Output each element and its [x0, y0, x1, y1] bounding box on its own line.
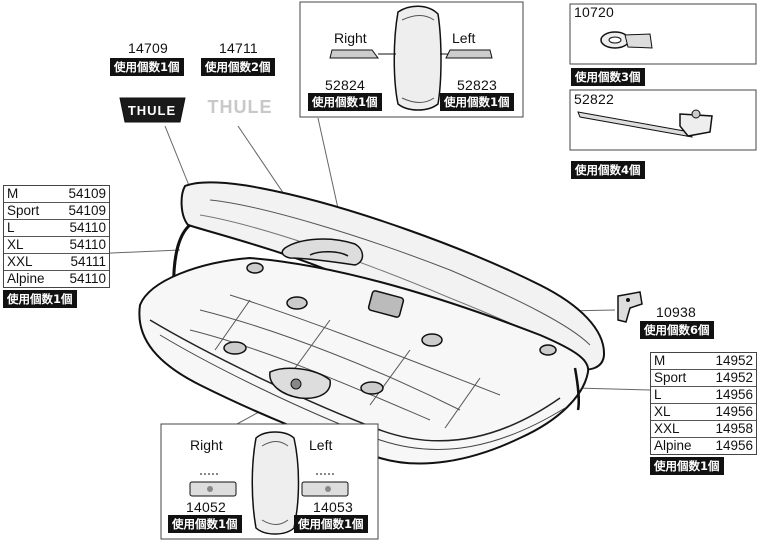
size-cell: L: [4, 219, 53, 237]
left-table-qty: 使用個数1個: [3, 290, 77, 308]
logo-grey-qty: 使用個数2個: [201, 58, 275, 76]
logo-grey-part-number: 14711: [219, 40, 258, 56]
roof-box-base: [138, 256, 590, 465]
top-handle-drawing: [329, 5, 493, 111]
strap-drawing: [600, 31, 653, 49]
part-cell: 54110: [52, 236, 109, 254]
top-handle-right-qty: 使用個数1個: [308, 93, 382, 111]
clip-part-number: 10938: [656, 304, 696, 320]
rear-strut: [573, 367, 581, 411]
table-row: Alpine 14956: [651, 438, 756, 455]
strap-part-number: 10720: [574, 4, 614, 20]
top-handle-left-qty: 使用個数1個: [440, 93, 514, 111]
part-cell: 14956: [699, 386, 756, 404]
bottom-lock-left-part: 14053: [313, 499, 353, 515]
part-cell: 14952: [699, 353, 756, 370]
part-cell: 14952: [699, 369, 756, 387]
part-cell: 14958: [699, 420, 756, 438]
size-cell: M: [4, 186, 53, 203]
top-handle-left-part: 52823: [457, 77, 497, 93]
bottom-lock-right-part: 14052: [186, 499, 226, 515]
part-cell: 54110: [69, 271, 106, 286]
size-cell: XL: [651, 403, 700, 421]
part-cell: 54109: [52, 202, 109, 220]
size-cell: Sport: [4, 202, 53, 220]
bottom-lock-left-qty: 使用個数1個: [294, 515, 368, 533]
part-cell: 54110: [52, 219, 109, 237]
strap-qty: 使用個数3個: [571, 68, 645, 86]
logo-black-qty: 使用個数1個: [110, 58, 184, 76]
part-cell: 14956: [699, 403, 756, 421]
part-cell: 54111: [52, 253, 109, 271]
top-handle-left-label: Left: [452, 30, 476, 46]
right-table-qty: 使用個数1個: [650, 457, 724, 475]
svg-text:THULE: THULE: [128, 103, 176, 118]
size-cell: XL: [4, 236, 53, 254]
top-handle-right-label: Right: [334, 30, 367, 46]
size-cell: M: [651, 353, 700, 370]
thule-logo-grey: THULE: [208, 97, 273, 117]
bottom-lock-right-label: Right: [190, 437, 223, 453]
bottom-lock-left-label: Left: [309, 437, 333, 453]
svg-text:THULE: THULE: [208, 97, 273, 117]
size-cell: Alpine: [654, 438, 692, 453]
table-row: Alpine 54110: [4, 271, 109, 288]
clip-qty: 使用個数6個: [640, 321, 714, 339]
rail-drawing: [577, 109, 713, 138]
bottom-lock-drawing: [189, 431, 349, 535]
rail-part-number: 52822: [574, 91, 614, 107]
size-cell: XXL: [651, 420, 700, 438]
clip-part-drawing: [617, 291, 643, 323]
size-cell: L: [651, 386, 700, 404]
bottom-lock-right-qty: 使用個数1個: [168, 515, 242, 533]
size-cell: XXL: [4, 253, 53, 271]
top-handle-right-part: 52824: [325, 77, 365, 93]
rail-qty: 使用個数4個: [571, 161, 645, 179]
size-cell: Alpine: [7, 271, 45, 286]
part-cell: 14956: [715, 438, 753, 453]
logo-black-part-number: 14709: [128, 40, 168, 56]
strap-inset: [569, 3, 757, 65]
size-cell: Sport: [651, 369, 700, 387]
part-cell: 54109: [52, 186, 109, 203]
thule-logo-black: THULE: [119, 97, 186, 123]
